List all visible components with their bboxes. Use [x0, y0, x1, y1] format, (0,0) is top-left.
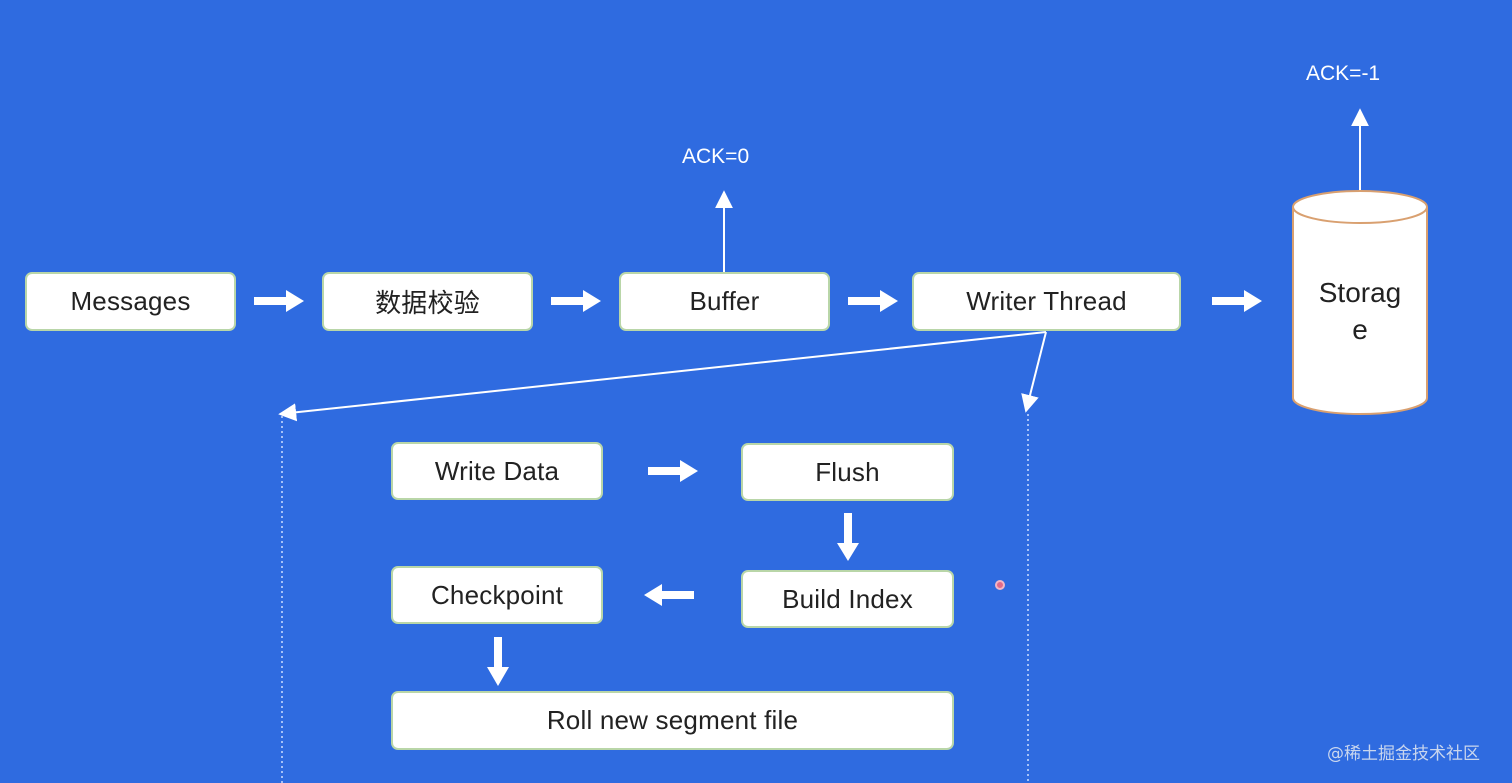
- validation-box: 数据校验: [322, 272, 533, 331]
- messages-label: Messages: [70, 286, 191, 316]
- storage-label-line2: e: [1352, 314, 1368, 345]
- arrow-validation-to-buffer: [551, 290, 601, 312]
- buffer-ack-label: ACK=0: [682, 145, 750, 168]
- roll-segment-box: Roll new segment file: [391, 691, 954, 750]
- buffer-box: Buffer: [619, 272, 830, 331]
- cursor-dot: [995, 580, 1005, 590]
- storage-ack-label: ACK=-1: [1306, 62, 1381, 85]
- validation-label: 数据校验: [375, 288, 480, 318]
- arrow-buffer-to-writer: [848, 290, 898, 312]
- flush-box: Flush: [741, 443, 954, 501]
- messages-box: Messages: [25, 272, 236, 331]
- checkpoint-box: Checkpoint: [391, 566, 603, 624]
- flush-label: Flush: [815, 456, 880, 487]
- arrow-write-data-to-flush: [648, 460, 698, 482]
- writer-thread-box: Writer Thread: [912, 272, 1181, 331]
- arrow-messages-to-validation: [254, 290, 304, 312]
- buffer-label: Buffer: [689, 286, 760, 316]
- arrow-build-index-to-checkpoint: [644, 584, 694, 606]
- write-data-box: Write Data: [391, 442, 603, 500]
- expand-line-right: [1021, 331, 1047, 413]
- arrow-flush-to-build-index: [837, 513, 859, 561]
- checkpoint-label: Checkpoint: [430, 579, 564, 610]
- arrow-checkpoint-to-roll: [487, 637, 509, 686]
- writer-thread-label: Writer Thread: [966, 286, 1127, 316]
- storage-cylinder: [1292, 190, 1428, 415]
- arrow-writer-to-storage: [1212, 290, 1262, 312]
- write-data-label: Write Data: [434, 455, 560, 486]
- build-index-box: Build Index: [741, 570, 954, 628]
- build-index-label: Build Index: [782, 583, 913, 614]
- watermark: @稀土掘金技术社区: [1327, 744, 1480, 764]
- roll-segment-label: Roll new segment file: [546, 705, 799, 735]
- storage-label-line1: Storag: [1318, 277, 1402, 308]
- storage-label: Storag e: [1293, 274, 1427, 348]
- expand-line-left: [278, 331, 1047, 422]
